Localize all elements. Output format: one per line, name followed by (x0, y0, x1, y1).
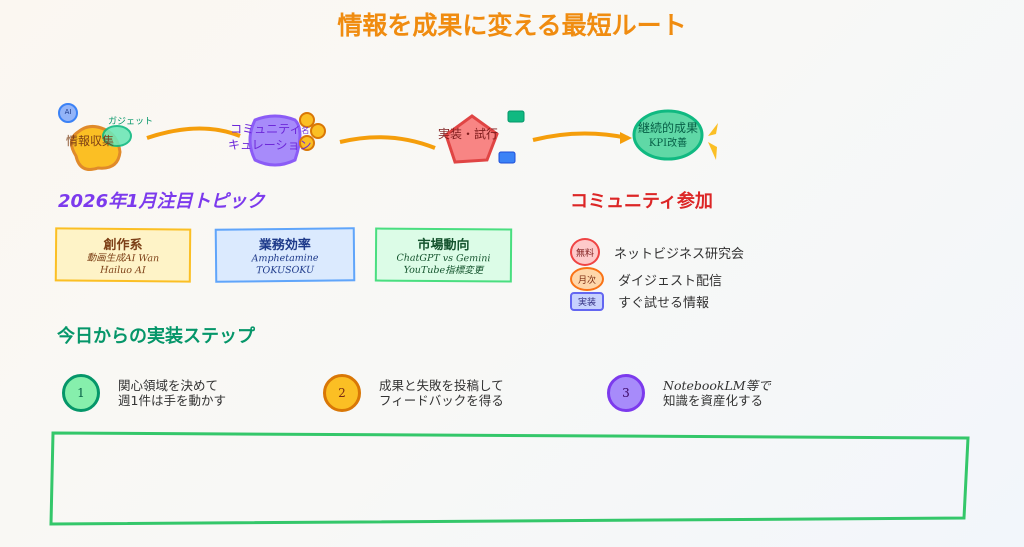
step-3: 3 NotebookLM等で知識を資産化する (607, 374, 771, 412)
community-heading: コミュニティ参加 (570, 191, 713, 212)
curation-line1: コミュニティ (230, 122, 302, 136)
step-text: 関心領域を決めて (118, 378, 219, 393)
collect-label: 情報収集 (66, 134, 115, 148)
curation-label: コミュニティ名キュレーション (228, 122, 312, 152)
gadget-blob (102, 125, 132, 147)
curation-line2: キュレーション (228, 138, 312, 152)
step-number: 3 (607, 374, 645, 412)
step-text: 週1件は手を動かす (118, 393, 226, 408)
ai-badge: AI (64, 108, 72, 116)
step-1: 1 関心領域を決めて週1件は手を動かす (62, 374, 226, 412)
flow-arrow (146, 126, 241, 140)
implement-badge: 実装 (570, 292, 604, 311)
step-text: NotebookLM等で (663, 378, 771, 393)
result-label: 継続的成果 KPI改善 (630, 121, 706, 151)
step-number: 2 (323, 374, 361, 412)
community-text: ネットビジネス研究会 (614, 246, 745, 262)
implement-label: 実装・試行 (438, 127, 499, 141)
community-name: 名 (301, 126, 310, 135)
community-item: 月次ダイジェスト配信 (570, 267, 722, 291)
steps-heading: 今日からの実装ステップ (57, 326, 255, 347)
community-text: すぐ試せる情報 (618, 296, 710, 311)
monthly-badge: 月次 (570, 267, 604, 291)
flow-diagram (58, 103, 718, 171)
free-badge: 無料 (570, 238, 600, 266)
result-line1: 継続的成果 (637, 121, 698, 135)
page-title: 情報を成果に変える最短ルート (337, 11, 687, 40)
topics-heading: 2026年1月注目トピック (58, 191, 265, 212)
step-text: 成果と失敗を投稿して (379, 378, 504, 393)
community-item: 無料ネットビジネス研究会 (570, 238, 744, 266)
implement-pentagon (444, 114, 499, 164)
ai-badge-circle (58, 103, 78, 123)
flow-arrow (532, 131, 629, 142)
result-ellipse (632, 109, 704, 161)
curation-blob (248, 114, 302, 167)
gadget-label: ガジェット (108, 117, 154, 127)
community-text: ダイジェスト配信 (618, 273, 723, 289)
step-number: 1 (62, 374, 100, 412)
community-item: 実装すぐ試せる情報 (570, 292, 709, 311)
flow-arrow (339, 135, 436, 150)
step-2: 2 成果と失敗を投稿してフィードバックを得る (323, 374, 504, 412)
step-text: フィードバックを得る (379, 393, 504, 408)
step-text: 知識を資産化する (663, 393, 764, 408)
result-line2: KPI改善 (648, 138, 688, 149)
